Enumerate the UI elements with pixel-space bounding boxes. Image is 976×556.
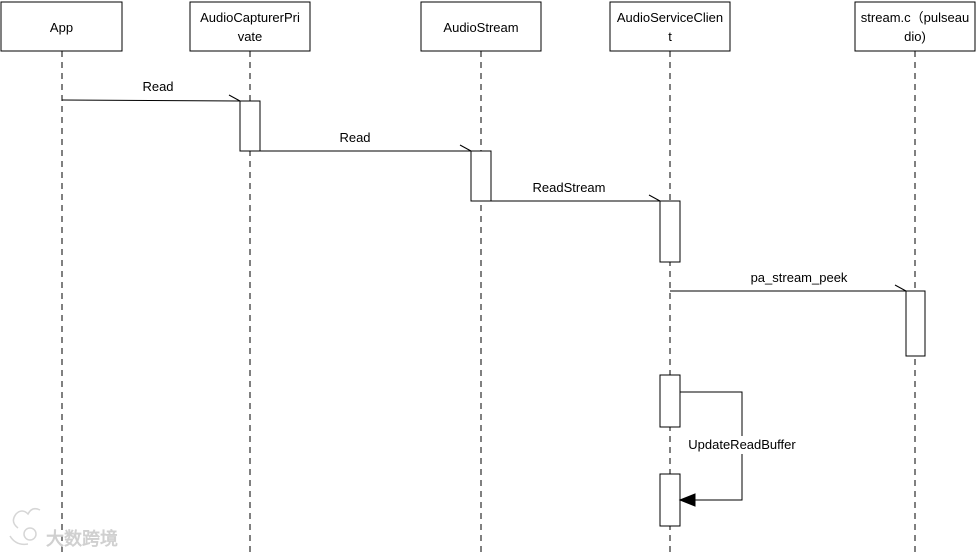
participant-stream-c-pulseaudio: stream.c（pulseau dio) bbox=[854, 1, 976, 52]
participant-audiocapturerprivate-label-line-1: AudioCapturerPri bbox=[200, 10, 300, 25]
message-readstream-label: ReadStream bbox=[533, 180, 606, 195]
participant-app: App bbox=[0, 1, 123, 52]
participant-audiostream-label: AudioStream bbox=[443, 20, 518, 35]
participant-app-label: App bbox=[50, 20, 73, 35]
message-read-app-to-capturer: Read bbox=[61, 79, 241, 102]
participant-audiocapturerprivate-label-line-2: vate bbox=[238, 29, 263, 44]
activation-audiocapturerprivate bbox=[239, 100, 261, 152]
activation-audiostream bbox=[470, 150, 492, 202]
message-read-label: Read bbox=[142, 79, 173, 94]
participant-stream-c-label-line-2: dio) bbox=[904, 29, 926, 44]
activation-audioserviceclient-1 bbox=[659, 200, 681, 263]
message-pa-stream-peek-label: pa_stream_peek bbox=[751, 270, 848, 285]
message-read-capturer-to-stream: Read bbox=[260, 130, 472, 152]
participant-audioserviceclient: AudioServiceClien t bbox=[609, 1, 731, 52]
participant-audioserviceclient-label-line-1: AudioServiceClien bbox=[617, 10, 723, 25]
watermark-text: 大数跨境 bbox=[46, 528, 118, 549]
watermark-logo: 大数跨境 bbox=[9, 507, 118, 549]
participant-audioserviceclient-label-line-2: t bbox=[668, 29, 672, 44]
message-updatereadbuffer-label: UpdateReadBuffer bbox=[688, 437, 796, 452]
message-readstream: ReadStream bbox=[491, 180, 661, 202]
message-pa-stream-peek: pa_stream_peek bbox=[670, 270, 907, 292]
participant-stream-c-label-line-1: stream.c（pulseau bbox=[861, 10, 969, 25]
participant-audiocapturerprivate: AudioCapturerPri vate bbox=[189, 1, 311, 52]
activation-audioserviceclient-2 bbox=[659, 374, 681, 428]
message-read-label: Read bbox=[339, 130, 370, 145]
activation-audioserviceclient-3 bbox=[659, 473, 681, 527]
activation-stream-c bbox=[905, 290, 926, 357]
participant-audiostream: AudioStream bbox=[420, 1, 542, 52]
message-updatereadbuffer: UpdateReadBuffer bbox=[678, 391, 802, 507]
